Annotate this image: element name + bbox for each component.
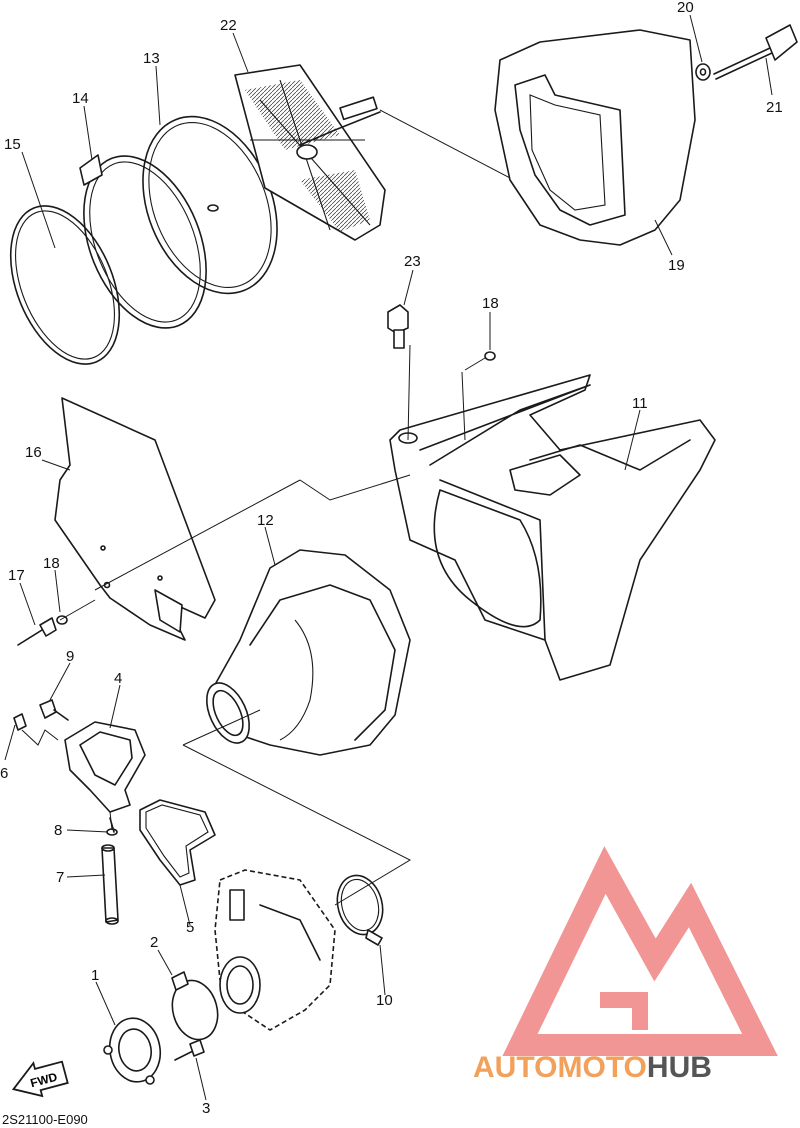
callout-3: 3 [202, 1100, 210, 1117]
watermark-text: AUTOMOTOHUB [473, 1051, 712, 1084]
part-19-air-filter [494, 29, 696, 246]
callout-9: 9 [66, 648, 74, 665]
callout-23: 23 [404, 253, 421, 270]
fwd-arrow: FWD [11, 1060, 69, 1098]
callout-numbers: 1 2 3 4 5 6 7 8 9 10 11 12 13 14 15 16 1… [0, 0, 783, 1117]
callout-20: 20 [677, 0, 694, 16]
callout-4: 4 [114, 670, 122, 687]
part-18-washer-lower [56, 615, 68, 625]
part-23-bolt [387, 304, 409, 349]
fwd-label: FWD [29, 1070, 59, 1091]
callout-11: 11 [632, 395, 648, 412]
callout-10: 10 [376, 992, 393, 1009]
callout-18-lower: 18 [43, 555, 60, 572]
callout-2: 2 [150, 934, 158, 951]
callout-21: 21 [766, 99, 783, 116]
part-17-bolt [17, 617, 57, 646]
part-11-air-box [389, 374, 716, 681]
part-1-joint [103, 1017, 162, 1085]
callout-19: 19 [668, 257, 685, 274]
part-5-gasket [139, 799, 216, 886]
part-20-washer [695, 63, 711, 81]
part-6-clip [13, 713, 27, 731]
callout-8: 8 [54, 822, 62, 839]
drawing-code: 2S21100-E090 [2, 1112, 88, 1127]
part-9-screw [39, 699, 69, 721]
callout-7: 7 [56, 869, 64, 886]
callout-1: 1 [91, 967, 99, 984]
part-14-ring [79, 154, 207, 329]
part-2-clamp [171, 971, 219, 1041]
callout-leaders [4, 14, 773, 1101]
watermark-logo [502, 846, 778, 1056]
watermark-brand-part2: HUB [647, 1051, 712, 1084]
part-22-element-guide [234, 64, 386, 241]
part-4-cover [64, 721, 146, 813]
callout-22: 22 [220, 17, 237, 34]
part-16-gasket [54, 397, 216, 641]
part-3-bolt [174, 1039, 205, 1061]
callout-12: 12 [257, 512, 274, 529]
part-12-air-boot [206, 549, 411, 756]
callout-5: 5 [186, 919, 194, 936]
callout-13: 13 [143, 50, 160, 67]
part-18-washer-upper [484, 351, 496, 361]
part-10-clamp [336, 874, 384, 946]
leader-lines [21, 109, 511, 906]
part-21-bolt [713, 24, 798, 80]
svg-text:AUTOMOTOHUB: AUTOMOTOHUB [473, 1051, 712, 1084]
callout-17: 17 [8, 567, 25, 584]
watermark-brand-part1: AUTOMOTO [473, 1051, 647, 1084]
callout-15: 15 [4, 136, 21, 153]
carburetor-body [214, 869, 336, 1031]
callout-14: 14 [72, 90, 89, 107]
callout-16: 16 [25, 444, 42, 461]
callout-18-upper: 18 [482, 295, 499, 312]
callout-6: 6 [0, 765, 8, 782]
part-7-pipe [101, 844, 119, 925]
part-15-band [9, 205, 121, 365]
